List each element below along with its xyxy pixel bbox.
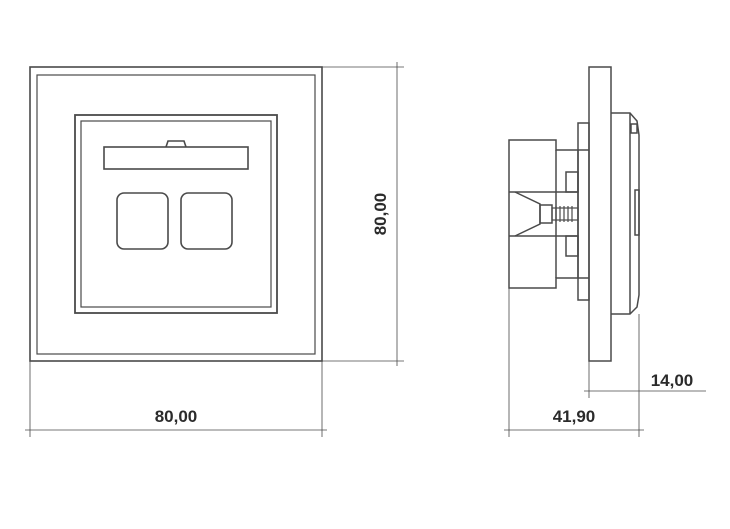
label-window [103,146,249,170]
side-connector-body [508,139,579,289]
port-left [116,192,169,250]
label-window-tab [165,140,187,148]
side-clamp-top [565,171,579,193]
side-view [508,66,640,362]
side-depth-label: 41,90 [553,407,596,426]
inner-frame-border [36,74,316,355]
socket-module-inner [80,120,272,308]
front-width-label: 80,00 [155,407,198,426]
side-front-plate [588,66,612,362]
port-right [180,192,233,250]
outer-frame [29,66,323,362]
front-height-label: 80,00 [371,193,390,236]
side-terminal [514,191,541,237]
side-depth-dimension [504,288,644,437]
side-clamp-bottom [565,235,579,257]
side-protrusion-label: 14,00 [651,371,694,390]
side-protrusion-dimension [584,361,706,398]
side-screw [551,206,579,222]
front-height-dimension [322,62,404,366]
front-width-dimension [25,361,327,437]
socket-module-outer [74,114,278,314]
front-view [29,66,323,362]
